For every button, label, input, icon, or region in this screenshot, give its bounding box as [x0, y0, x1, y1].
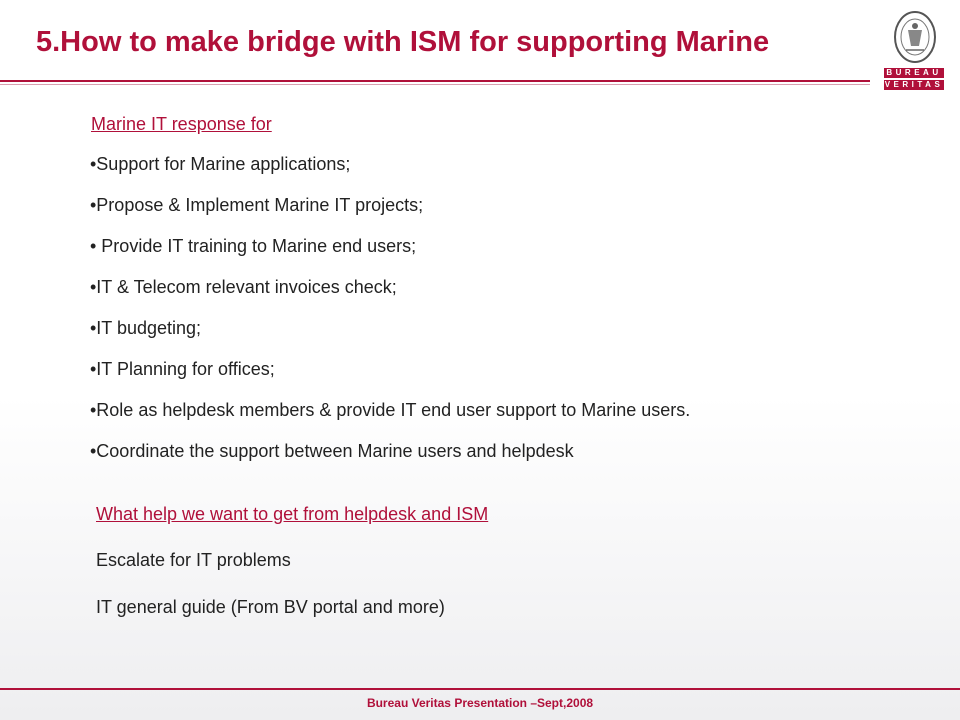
logo-word-bureau: BUREAU	[884, 68, 944, 78]
section2-heading: What help we want to get from helpdesk a…	[96, 504, 489, 524]
list-item: •Propose & Implement Marine IT projects;	[90, 195, 424, 215]
title-divider	[0, 80, 870, 82]
list-item: •Coordinate the support between Marine u…	[90, 441, 574, 461]
list-item: IT general guide (From BV portal and mor…	[96, 597, 445, 617]
seal-icon	[894, 11, 936, 63]
list-item: •Role as helpdesk members & provide IT e…	[90, 400, 691, 420]
list-item: Escalate for IT problems	[96, 550, 291, 570]
title-divider-thin	[0, 84, 870, 85]
list-item: • Provide IT training to Marine end user…	[90, 236, 417, 256]
section1-heading: Marine IT response for	[91, 114, 272, 134]
footer-text: Bureau Veritas Presentation –Sept,2008	[366, 696, 594, 710]
list-item: •IT budgeting;	[90, 318, 202, 338]
bureau-veritas-logo: BUREAU VERITAS	[884, 10, 946, 90]
list-item: •IT & Telecom relevant invoices check;	[90, 277, 397, 297]
footer-divider	[0, 688, 960, 690]
logo-word-veritas: VERITAS	[884, 80, 944, 90]
list-item: •Support for Marine applications;	[90, 154, 351, 174]
slide-title: 5.How to make bridge with ISM for suppor…	[36, 26, 770, 58]
list-item: •IT Planning for offices;	[90, 359, 275, 379]
section-marine-it-response: Marine IT response for	[91, 114, 272, 135]
section-help-wanted: What help we want to get from helpdesk a…	[96, 504, 488, 525]
